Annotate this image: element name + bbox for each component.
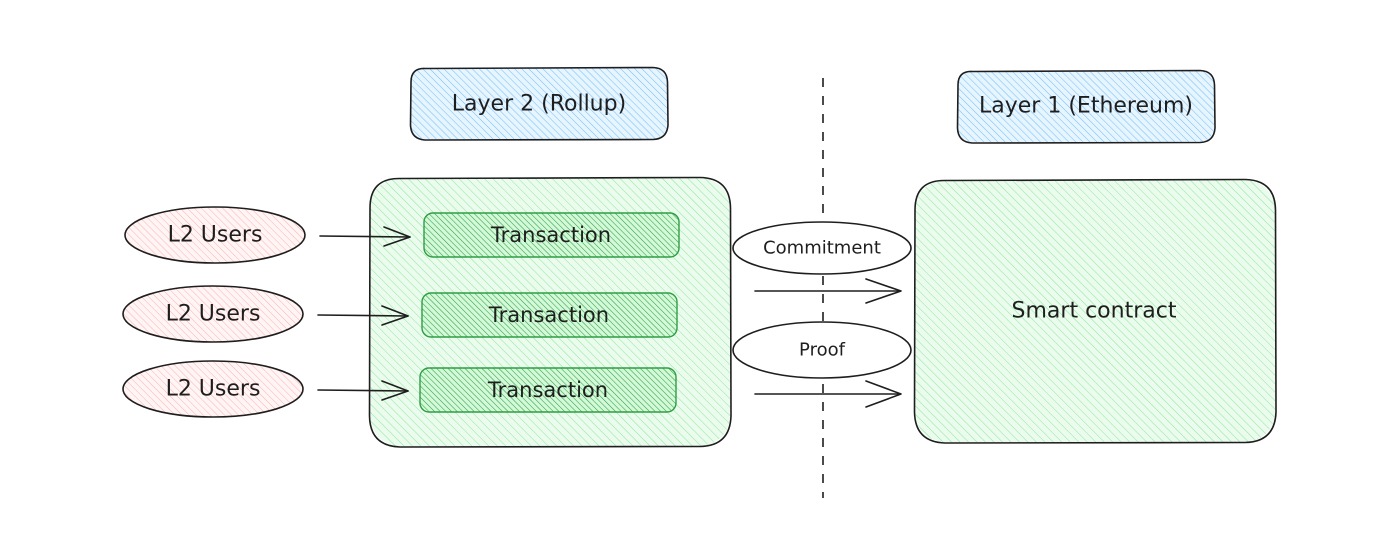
commitment-node: Commitment	[732, 221, 912, 275]
commitment-label: Commitment	[763, 238, 881, 259]
transaction-label: Transaction	[487, 378, 608, 402]
layer2-title: Layer 2 (Rollup)	[452, 92, 626, 117]
user-to-transaction-arrow	[317, 305, 409, 326]
l2-users-label: L2 Users	[166, 302, 261, 327]
l2-users-node: L2 Users	[122, 285, 304, 343]
user-to-transaction-arrow	[317, 380, 409, 401]
proof-arrow	[754, 380, 902, 408]
layer2-header: Layer 2 (Rollup)	[409, 66, 669, 141]
smart-contract-box: Smart contract	[913, 178, 1277, 444]
user-to-transaction-arrow	[319, 226, 411, 247]
proof-node: Proof	[732, 321, 912, 379]
transaction-box: Transaction	[423, 212, 680, 258]
l2-users-node: L2 Users	[124, 206, 306, 264]
layer1-title: Layer 1 (Ethereum)	[979, 94, 1193, 119]
transaction-label: Transaction	[490, 223, 611, 247]
transaction-label: Transaction	[488, 303, 609, 327]
layer1-header: Layer 1 (Ethereum)	[956, 69, 1216, 144]
l2-users-label: L2 Users	[166, 377, 261, 402]
l2-users-node: L2 Users	[122, 360, 304, 418]
proof-label: Proof	[799, 340, 846, 361]
transaction-box: Transaction	[421, 292, 678, 338]
l2-users-label: L2 Users	[168, 223, 263, 248]
commitment-arrow	[754, 278, 902, 304]
transaction-box: Transaction	[419, 367, 677, 413]
smart-contract-label: Smart contract	[1012, 299, 1177, 324]
